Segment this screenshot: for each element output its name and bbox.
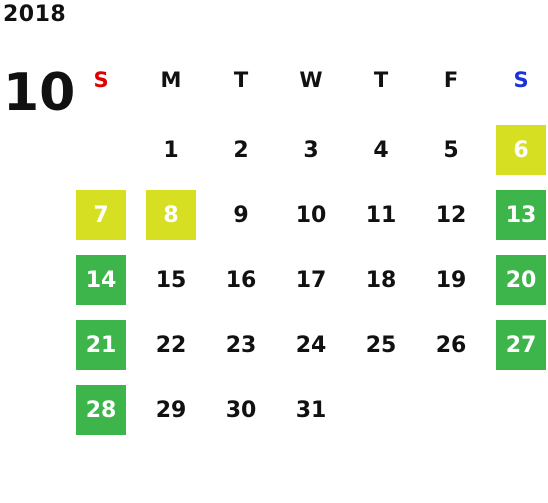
day-cell-27: 27	[496, 320, 546, 370]
day-cell-9: 9	[233, 202, 249, 228]
day-cell-11: 11	[365, 202, 397, 228]
weekday-header-tuesday: T	[233, 68, 249, 92]
day-cell-7: 7	[76, 190, 126, 240]
day-cell-13: 13	[496, 190, 546, 240]
day-cell-8: 8	[146, 190, 196, 240]
day-cell-19: 19	[435, 267, 467, 293]
weekday-header-thursday: T	[373, 68, 389, 92]
day-cell-23: 23	[225, 332, 257, 358]
day-cell-15: 15	[155, 267, 187, 293]
weekday-header-monday: M	[160, 68, 182, 92]
day-cell-1: 1	[163, 137, 179, 163]
day-cell-3: 3	[303, 137, 319, 163]
day-cell-26: 26	[435, 332, 467, 358]
weekday-header-wednesday: W	[299, 68, 323, 92]
day-cell-5: 5	[443, 137, 459, 163]
day-cell-2: 2	[233, 137, 249, 163]
day-cell-25: 25	[365, 332, 397, 358]
day-cell-16: 16	[225, 267, 257, 293]
weekday-header-saturday: S	[513, 68, 529, 92]
calendar-year: 2018	[3, 2, 67, 27]
day-cell-14: 14	[76, 255, 126, 305]
calendar-month: 10	[3, 63, 76, 123]
weekday-header-friday: F	[443, 68, 459, 92]
day-cell-24: 24	[295, 332, 327, 358]
day-cell-22: 22	[155, 332, 187, 358]
day-cell-30: 30	[225, 397, 257, 423]
day-cell-18: 18	[365, 267, 397, 293]
day-cell-10: 10	[295, 202, 327, 228]
day-cell-6: 6	[496, 125, 546, 175]
day-cell-31: 31	[295, 397, 327, 423]
weekday-header-sunday: S	[93, 68, 109, 92]
day-cell-21: 21	[76, 320, 126, 370]
day-cell-17: 17	[295, 267, 327, 293]
day-cell-29: 29	[155, 397, 187, 423]
day-cell-12: 12	[435, 202, 467, 228]
day-cell-4: 4	[373, 137, 389, 163]
day-cell-20: 20	[496, 255, 546, 305]
day-cell-28: 28	[76, 385, 126, 435]
